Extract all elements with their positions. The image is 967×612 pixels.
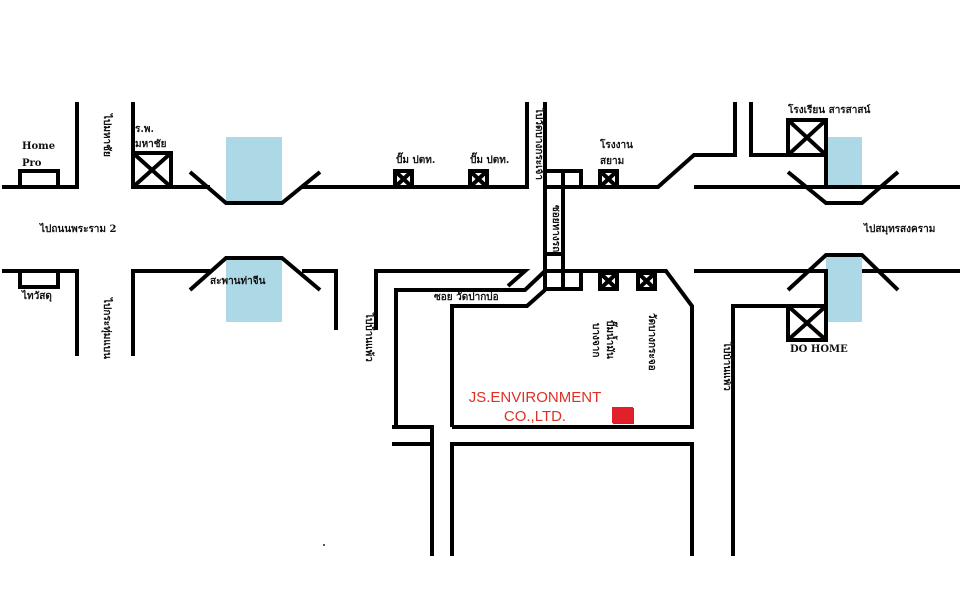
to-rama2-label: ไปถนนพระราม 2 — [40, 224, 117, 235]
tha-chin-bridge-label: สะพานท่าจีน — [210, 276, 266, 287]
company-name-line2: CO.,LTD. — [503, 408, 567, 425]
to-ban-phaeo-2-label: ไปบ้านแพ้ว — [721, 342, 732, 391]
school-label: โรงเรียน สารสาสน์ — [788, 105, 871, 116]
home-pro-label-2: Pro — [22, 158, 42, 169]
ptt-pump-2-label: ปั๊ม ปตท. — [470, 155, 510, 166]
wat-bang-krachao-label: วัดบางกระจอ — [646, 313, 657, 371]
bridge-bottom-left — [188, 256, 322, 292]
alley-label: ซอยทางรถ — [550, 205, 561, 253]
river-right-south — [826, 255, 862, 322]
thai-watsadu-label: ไทวัสดุ — [22, 291, 52, 302]
ptt-pump-1-building — [393, 169, 414, 189]
to-mahachai-label: ไปมหาชัย — [101, 114, 112, 157]
mahachai-hospital-label-1: ร.พ. — [135, 124, 154, 135]
mahachai-hospital-building — [131, 151, 173, 189]
road-top-mid — [302, 102, 529, 189]
siam-factory-label-2: สยาม — [600, 156, 625, 167]
road-bottom-mid — [302, 269, 338, 330]
siam-factory-building — [598, 169, 619, 189]
river-left-south — [226, 258, 282, 322]
river-left — [226, 137, 282, 203]
stray-dot — [323, 544, 325, 546]
bangchak-pump-label-2: บางจาก — [590, 323, 601, 358]
river-right — [826, 137, 862, 187]
road-left-bottom-east — [131, 269, 210, 356]
home-pro-label-1: Home — [22, 141, 56, 152]
road-soi-wat-pak-bo — [394, 269, 547, 427]
thai-watsadu-building — [18, 269, 60, 289]
to-krathumbaen-label: ไปกระทุ่มแบน — [101, 298, 112, 359]
to-samut-songkhram-label: ไปสมุทรสงคราม — [864, 224, 936, 235]
home-pro-building — [18, 169, 60, 189]
road-soi-outer — [374, 269, 531, 330]
junction-box-bottom — [543, 269, 583, 291]
company-name-line1: JS.ENVIRONMENT — [468, 389, 602, 406]
road-top-right — [581, 102, 737, 189]
company-name: JS.ENVIRONMENT CO.,LTD. — [460, 388, 610, 426]
bangchak-pump-building — [598, 271, 619, 291]
do-home-building — [786, 304, 828, 342]
bridge-top-left — [188, 170, 322, 205]
ptt-pump-1-label: ปั๊ม ปตท. — [396, 155, 436, 166]
bridge-top-right — [786, 170, 900, 205]
siam-factory-label-1: โรงงาน — [600, 140, 633, 151]
location-marker-icon[interactable] — [612, 407, 633, 423]
road-company-west — [450, 288, 547, 427]
soi-wat-pak-bo-label: ซอย วัดปากบ่อ — [434, 292, 499, 303]
to-wat-bang-krachao-label: ไปวัดบางกระเจ้า — [533, 108, 544, 181]
road-bottom-east — [450, 442, 694, 556]
to-ban-phaeo-label: ไปบ้านแพ้ว — [363, 313, 374, 362]
ptt-pump-2-building — [468, 169, 489, 189]
bridge-bottom-right — [786, 253, 900, 292]
do-home-label: DO HOME — [790, 344, 848, 355]
bangchak-pump-label-1: ปั๊มน้ำมัน — [604, 320, 615, 359]
wat-bang-krachao-building — [636, 271, 657, 291]
school-building — [786, 118, 828, 157]
road-bottom-west — [392, 425, 434, 556]
mahachai-hospital-label-2: มหาชัย — [135, 139, 167, 150]
